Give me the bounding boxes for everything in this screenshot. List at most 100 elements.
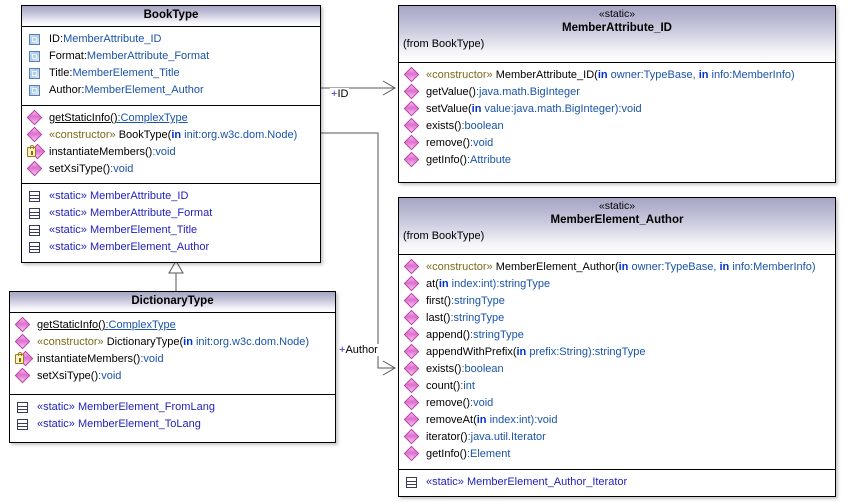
operation-return-type: :void [98,370,121,382]
operation-name: instantiateMembers() [37,353,140,365]
class-header-booktype: BookType [22,6,320,27]
operation-name: setValue( [426,103,472,115]
operation-name: appendWithPrefix( [426,346,517,358]
operation-row[interactable]: at(in index:int):stringType [401,276,833,293]
operation-row[interactable]: getInfo():Element [401,446,833,463]
operation-row[interactable]: setValue(in value:java.math.BigInteger):… [401,101,833,118]
operation-icon [405,312,420,325]
operation-name: remove() [426,137,470,149]
operation-name: at( [426,278,439,290]
operation-name: MemberAttribute_ID( [496,69,598,81]
nested-class-stereotype: «static» [49,207,87,219]
operation-params: index:int) [487,414,535,426]
operation-icon [405,120,420,133]
nested-class-icon [28,241,43,254]
nested-class-row[interactable]: «static» MemberElement_Author_Iterator [401,474,833,491]
class-header-dictionarytype: DictionaryType [10,292,335,313]
operation-row[interactable]: getStaticInfo():ComplexType [24,110,318,127]
nested-class-text: «static» MemberAttribute_ID [49,190,188,203]
operation-text: instantiateMembers():void [37,353,164,366]
nested-class-stereotype: «static» [37,401,75,413]
operation-name: append() [426,329,470,341]
operation-name: count() [426,380,460,392]
nested-class-stereotype: «static» [426,476,464,488]
class-box-booktype[interactable]: BookType ID:MemberAttribute_IDFormat:Mem… [21,5,321,263]
operation-name: getStaticInfo() [37,319,105,331]
operation-row[interactable]: last():stringType [401,310,833,327]
operation-row[interactable]: iterator():java.util.Iterator [401,429,833,446]
operation-text: getStaticInfo():ComplexType [49,112,188,125]
class-stereotype-memberattribute-id: «static» [403,8,831,21]
operation-row[interactable]: exists():boolean [401,361,833,378]
operation-icon [16,370,31,383]
operation-text: iterator():java.util.Iterator [426,431,546,444]
attribute-icon [28,84,43,97]
operation-row[interactable]: setXsiType():void [24,161,318,178]
attribute-row[interactable]: Title:MemberElement_Title [24,65,318,82]
operation-row[interactable]: getStaticInfo():ComplexType [12,317,333,334]
attribute-text: Author:MemberElement_Author [49,84,204,97]
operation-icon [405,86,420,99]
class-box-dictionarytype[interactable]: DictionaryType getStaticInfo():ComplexTy… [9,291,336,443]
class-name-booktype: BookType [26,8,316,23]
operation-name: remove() [426,397,470,409]
operation-row[interactable]: getValue():java.math.BigInteger [401,84,833,101]
operation-row[interactable]: «constructor» MemberElement_Author(in ow… [401,259,833,276]
nested-classes-compartment-dictionarytype: «static» MemberElement_FromLang «static» … [10,394,335,442]
operation-row[interactable]: append():stringType [401,327,833,344]
operation-row[interactable]: setXsiType():void [12,368,333,385]
operation-text: appendWithPrefix(in prefix:String):strin… [426,346,646,359]
operation-icon [16,319,31,332]
operation-row[interactable]: remove():void [401,395,833,412]
operation-row[interactable]: instantiateMembers():void [24,144,318,161]
nested-class-icon [28,224,43,237]
operation-row[interactable]: first():stringType [401,293,833,310]
param-direction: in [720,261,730,273]
attribute-row[interactable]: Author:MemberElement_Author [24,82,318,99]
nested-class-text: «static» MemberElement_FromLang [37,401,215,414]
operation-text: getStaticInfo():ComplexType [37,319,176,332]
operation-protected-icon [28,146,43,159]
connector-label-author: +Author [338,344,379,356]
operation-text: exists():boolean [426,363,504,376]
operation-row[interactable]: exists():boolean [401,118,833,135]
class-box-memberattribute-id[interactable]: «static» MemberAttribute_ID (from BookTy… [398,5,836,183]
attribute-row[interactable]: Format:MemberAttribute_Format [24,48,318,65]
nested-classes-compartment-booktype: «static» MemberAttribute_ID«static» Memb… [22,183,320,262]
operation-return-type: :void [470,397,493,409]
nested-class-icon [28,207,43,220]
operation-row[interactable]: «constructor» MemberAttribute_ID(in owne… [401,67,833,84]
operation-row[interactable]: «constructor» BookType(in init:org.w3c.d… [24,127,318,144]
operation-row[interactable]: getInfo():Attribute [401,152,833,169]
operation-row[interactable]: count():int [401,378,833,395]
nested-class-row[interactable]: «static» MemberElement_Title [24,222,318,239]
class-box-memberelement-author[interactable]: «static» MemberElement_Author (from Book… [398,197,836,497]
class-header-memberelement-author: «static» MemberElement_Author (from Book… [399,198,835,255]
operation-return-type: :boolean [461,120,503,132]
operation-return-type: :int [460,380,475,392]
operation-name: exists() [426,120,461,132]
nested-class-text: «static» MemberAttribute_Format [49,207,212,220]
nested-class-row[interactable]: «static» MemberElement_ToLang [12,416,333,433]
nested-class-row[interactable]: «static» MemberAttribute_Format [24,205,318,222]
operation-name: iterator() [426,431,468,443]
class-namespace-memberelement-author: (from BookType) [403,229,831,243]
nested-class-row[interactable]: «static» MemberElement_FromLang [12,399,333,416]
nested-class-name: MemberAttribute_ID [90,190,188,202]
class-stereotype-memberelement-author: «static» [403,200,831,213]
nested-class-row[interactable]: «static» MemberAttribute_ID [24,188,318,205]
operation-row[interactable]: appendWithPrefix(in prefix:String):strin… [401,344,833,361]
operation-name: exists() [426,363,461,375]
connector-generalization-dictionary[interactable] [169,261,183,291]
operation-row[interactable]: removeAt(in index:int):void [401,412,833,429]
class-name-memberattribute-id: MemberAttribute_ID [403,21,831,36]
operation-icon [405,431,420,444]
class-name-memberelement-author: MemberElement_Author [403,213,831,228]
operation-stereotype: «constructor» [37,336,104,348]
attribute-row[interactable]: ID:MemberAttribute_ID [24,31,318,48]
attribute-type: MemberAttribute_ID [63,33,161,45]
operation-row[interactable]: «constructor» DictionaryType(in init:org… [12,334,333,351]
operation-row[interactable]: remove():void [401,135,833,152]
operation-row[interactable]: instantiateMembers():void [12,351,333,368]
nested-class-row[interactable]: «static» MemberElement_Author [24,239,318,256]
